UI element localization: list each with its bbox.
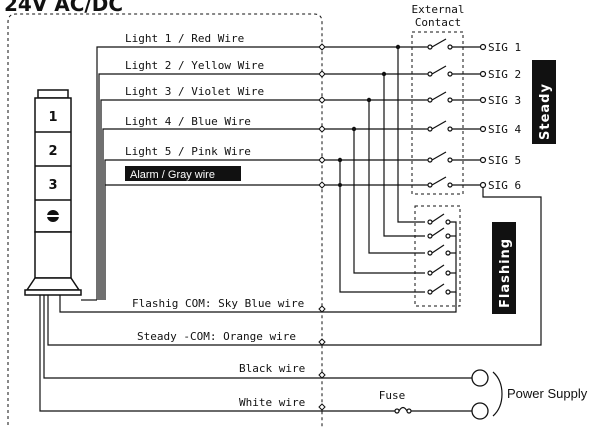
wire-label-pink: Light 5 / Pink Wire bbox=[125, 145, 251, 158]
white-wire bbox=[39, 295, 395, 412]
steady-switches bbox=[425, 38, 480, 188]
flashing-badge bbox=[492, 222, 516, 314]
flashing-common-bus bbox=[450, 221, 457, 293]
power-supply-label: Power Supply bbox=[507, 386, 588, 401]
sig-label-4: SIG 4 bbox=[488, 123, 521, 136]
sig-label-1: SIG 1 bbox=[488, 41, 521, 54]
external-contact-label-1: External bbox=[412, 3, 465, 16]
power-terminal-neg bbox=[471, 402, 489, 420]
steady-com-label: Steady -COM: Orange wire bbox=[137, 330, 296, 343]
white-wire-label: White wire bbox=[239, 396, 305, 409]
alarm-tap bbox=[338, 183, 342, 187]
flashing-taps bbox=[337, 44, 425, 293]
flashing-com-label: Flashig COM: Sky Blue wire bbox=[132, 297, 304, 310]
wire-label-gray-box bbox=[125, 166, 241, 181]
wire-label-yellow: Light 2 / Yellow Wire bbox=[125, 59, 264, 72]
steady-contact-box bbox=[411, 31, 464, 195]
stack-light-tower: 1 2 3 bbox=[24, 89, 82, 296]
diagram-title: 24V AC/DC bbox=[4, 0, 123, 16]
flashing-com-wire bbox=[59, 292, 457, 313]
flashing-label: Flashing bbox=[498, 238, 513, 308]
flashing-contact-box bbox=[414, 205, 461, 307]
power-brace bbox=[492, 371, 503, 417]
external-contact-label-2: Contact bbox=[415, 16, 461, 29]
tower-segment-2: 2 bbox=[48, 144, 57, 159]
tower-segment-3: 3 bbox=[48, 178, 57, 193]
sig-label-2: SIG 2 bbox=[488, 68, 521, 81]
steady-label: Steady bbox=[538, 83, 553, 140]
signal-wires bbox=[81, 46, 425, 301]
wire-label-red: Light 1 / Red Wire bbox=[125, 32, 244, 45]
steady-com-wire bbox=[47, 188, 542, 346]
wire-label-gray: Alarm / Gray wire bbox=[130, 169, 215, 181]
flashing-switches bbox=[427, 213, 451, 295]
fuse-label: Fuse bbox=[379, 389, 406, 402]
power-terminal-pos bbox=[471, 369, 489, 387]
fuse-icon bbox=[394, 406, 412, 414]
black-wire-label: Black wire bbox=[239, 362, 305, 375]
sig-label-3: SIG 3 bbox=[488, 94, 521, 107]
sig-label-6: SIG 6 bbox=[488, 179, 521, 192]
tower-enclosure bbox=[7, 13, 323, 429]
black-wire bbox=[43, 295, 472, 379]
sig-label-5: SIG 5 bbox=[488, 154, 521, 167]
sig-terminals bbox=[479, 43, 487, 189]
wire-label-violet: Light 3 / Violet Wire bbox=[125, 85, 264, 98]
tower-segment-1: 1 bbox=[48, 110, 57, 125]
buzzer-icon bbox=[47, 210, 59, 222]
wire-label-blue: Light 4 / Blue Wire bbox=[125, 115, 251, 128]
steady-badge bbox=[532, 60, 556, 144]
